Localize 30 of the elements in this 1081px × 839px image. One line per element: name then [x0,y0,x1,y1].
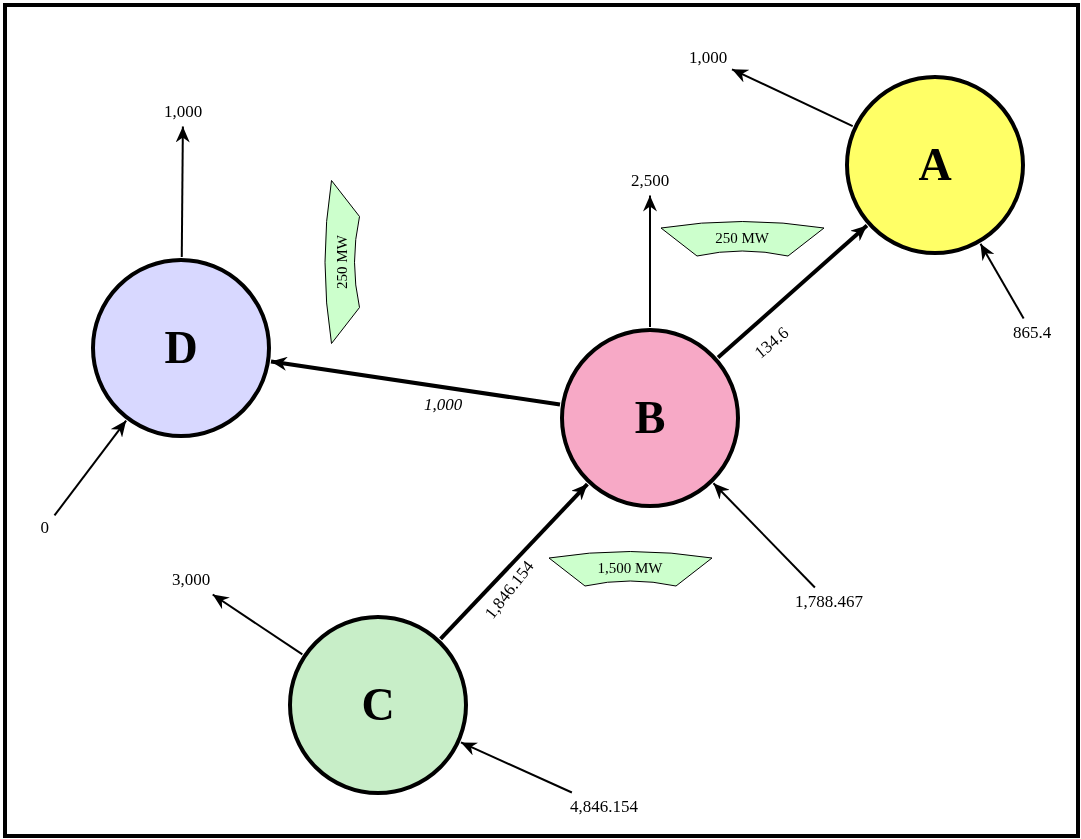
arrow [716,223,869,360]
capacity-label: 250 MW [332,235,350,289]
capacity-label: 1,500 MW [597,559,663,577]
arrow [712,482,816,589]
arrow [53,419,128,517]
flow-value: 3,000 [172,570,211,590]
arrow [979,242,1025,320]
node-letter: D [164,325,198,371]
flow-value: 1,788.467 [795,592,863,612]
arrow [643,194,657,328]
arrow [731,68,854,128]
capacity-badge [659,219,825,257]
capacity-badge [322,179,360,345]
arrow [270,356,561,407]
node-letter: C [361,682,395,728]
flow-value: 1,000 [164,102,203,122]
flow-value: 0 [40,518,49,538]
arrow [175,125,190,258]
edge-label: 1,000 [424,395,463,415]
arrow [459,741,573,794]
flow-value: 1,000 [689,48,728,68]
capacity-label: 250 MW [715,229,769,247]
capacity-badge [547,549,713,587]
flow-value: 4,846.154 [570,797,638,817]
arrow [439,482,589,641]
flow-value: 865.4 [1013,323,1052,343]
node-letter: B [634,395,666,441]
node-letter: A [918,142,952,188]
flow-value: 2,500 [631,171,670,191]
arrow [211,593,304,656]
